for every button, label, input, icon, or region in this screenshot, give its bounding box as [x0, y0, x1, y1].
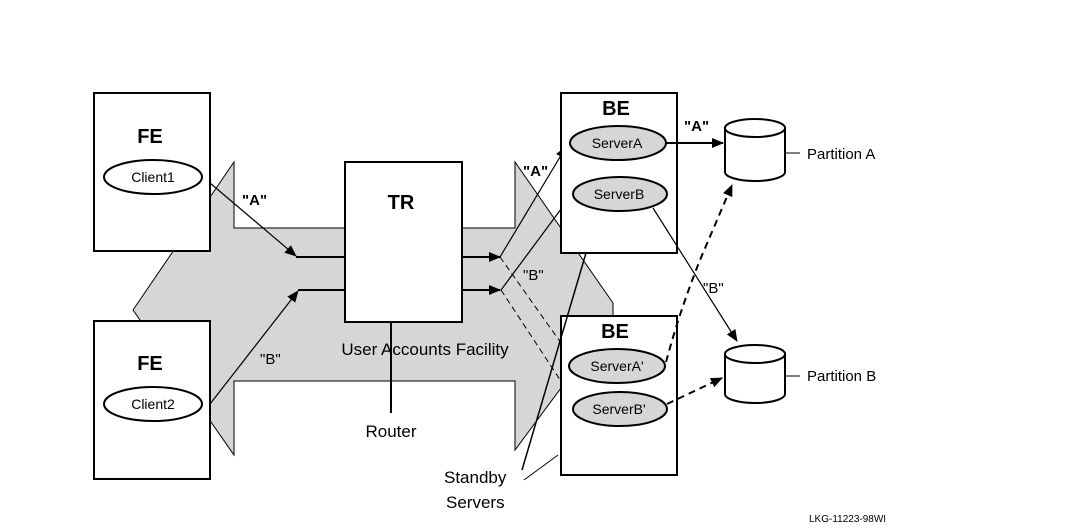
route-label-b-left: "B"	[260, 351, 281, 368]
fe-box-1: FE Client1	[93, 92, 211, 252]
serverb-prime-label: ServerB'	[592, 401, 645, 417]
standby-pointer-line-2	[523, 454, 559, 481]
partition-b-label: Partition B	[807, 368, 876, 385]
serverb-label: ServerB	[594, 186, 645, 202]
servera-prime-label: ServerA'	[590, 358, 643, 374]
serverb-ellipse	[572, 176, 668, 212]
be-title-1: BE	[602, 98, 630, 120]
route-label-b-partition: "B"	[703, 280, 724, 297]
arrow-client2-to-tr	[209, 290, 299, 405]
standby-label-line2: Servers	[446, 493, 505, 512]
be-box-1: BE ServerA ServerB	[560, 92, 678, 254]
tr-box	[344, 161, 463, 323]
be-box-2: BE ServerA' ServerB'	[560, 315, 678, 476]
standby-label-line1: Standby	[444, 468, 507, 487]
partition-a-cylinder	[724, 118, 786, 182]
client2-ellipse	[103, 386, 203, 422]
route-label-a-right: "A"	[523, 163, 548, 180]
be-title-2: BE	[601, 321, 629, 343]
standby-arrow-serverb-prime-to-partition-b	[666, 377, 723, 405]
standby-pointer-line-1	[521, 252, 587, 471]
partition-b-cylinder	[724, 344, 786, 404]
client1-ellipse	[103, 159, 203, 195]
client2-label: Client2	[131, 396, 175, 412]
standby-arrow-servera-prime-to-partition-a	[665, 184, 733, 363]
fe-title-1: FE	[137, 126, 163, 148]
fe-title-2: FE	[137, 353, 163, 375]
flow-label: User Accounts Facility	[341, 340, 509, 359]
servera-prime-ellipse	[568, 348, 666, 384]
route-label-b-right: "B"	[523, 267, 544, 284]
standby-arrow-to-servera-prime	[499, 256, 572, 358]
route-label-a-left: "A"	[242, 192, 267, 209]
figure-id: LKG-11223-98WI	[809, 514, 886, 525]
router-label: Router	[365, 422, 416, 441]
servera-label: ServerA	[592, 135, 643, 151]
partition-a-label: Partition A	[807, 146, 875, 163]
serverb-prime-ellipse	[572, 391, 668, 427]
route-label-a-partition: "A"	[684, 118, 709, 135]
fe-box-2: FE Client2	[93, 320, 211, 480]
client1-label: Client1	[131, 169, 175, 185]
arrow-to-servera	[499, 146, 567, 258]
tr-title: TR	[388, 192, 415, 214]
arrow-client1-to-tr	[209, 182, 297, 257]
arrow-serverb-to-partition-b	[652, 207, 738, 342]
